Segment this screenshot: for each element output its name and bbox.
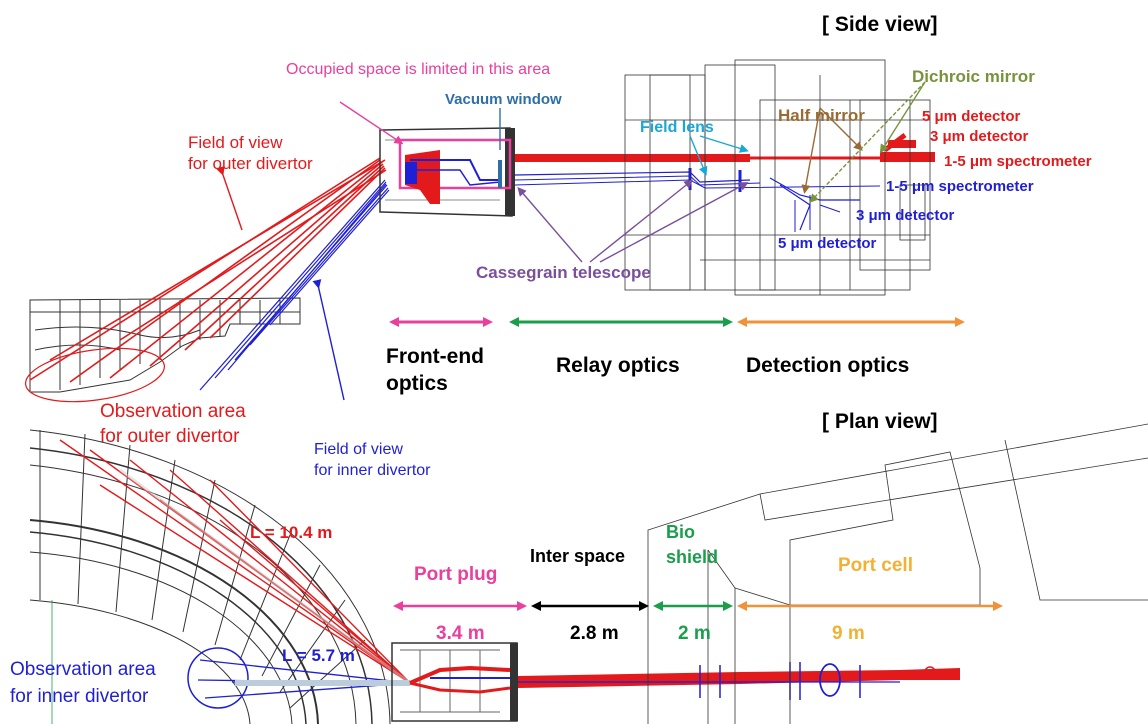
red-beam-side <box>515 133 935 162</box>
outer-fov-rays <box>29 157 387 383</box>
occupied-space-label: Occupied space is limited in this area <box>286 61 550 78</box>
dichroic-mirror-label: Dichroic mirror <box>912 67 1035 86</box>
inner-fov-rays <box>199 179 390 391</box>
vacuum-window-mark <box>498 160 502 188</box>
fov-inner-label-2: for inner divertor <box>314 462 431 479</box>
port-cell-label: Port cell <box>838 555 913 576</box>
port-plug-length: 3.4 m <box>436 623 485 644</box>
bio-shield-length: 2 m <box>678 623 711 644</box>
fov-inner-label-1: Field of view <box>314 441 403 458</box>
relay-optics-label: Relay optics <box>556 354 680 377</box>
port-plug-label: Port plug <box>414 564 497 585</box>
fov-outer-label-2: for outer divertor <box>188 154 313 173</box>
plan-view: [ Plan view] L = 10.4 m L = 5.7 m Port p… <box>10 410 1148 724</box>
l-outer-label: L = 10.4 m <box>250 523 332 542</box>
front-end-label-1: Front-end <box>386 345 484 368</box>
fov-outer-label-1: Field of view <box>188 133 283 152</box>
obs-outer-label-2: for outer divertor <box>100 426 240 447</box>
blue-beam-side <box>514 168 881 232</box>
obs-inner-label-2: for inner divertor <box>10 686 149 707</box>
cassegrain-label: Cassegrain telescope <box>476 263 651 282</box>
front-end-label-2: optics <box>386 372 448 395</box>
half-mirror-label: Half mirror <box>778 106 865 125</box>
port-plug-plan <box>391 642 518 722</box>
occupied-space-box <box>398 138 512 190</box>
red-spectrometer-label: 1-5 μm spectrometer <box>944 153 1092 170</box>
obs-inner-label-1: Observation area <box>10 659 156 680</box>
side-leaders <box>216 81 926 401</box>
blue-5um-detector-label: 5 μm detector <box>778 235 877 252</box>
blue-spectrometer-label: 1-5 μm spectrometer <box>886 178 1034 195</box>
port-cell-length: 9 m <box>832 623 865 644</box>
blue-3um-detector-label: 3 μm detector <box>856 207 955 224</box>
side-view: [ Side view] Occupied space is limited i… <box>24 13 1092 479</box>
plan-view-title: [ Plan view] <box>822 410 938 433</box>
side-view-title: [ Side view] <box>822 13 938 36</box>
red-5um-detector-label: 5 μm detector <box>922 108 1021 125</box>
relay-frame <box>624 59 931 296</box>
inter-space-label: Inter space <box>530 546 625 566</box>
red-3um-detector-label: 3 μm detector <box>930 128 1029 145</box>
front-end-optics-box <box>379 127 515 217</box>
outer-observation-ellipse <box>24 347 166 403</box>
l-inner-label: L = 5.7 m <box>282 646 355 665</box>
obs-outer-label-1: Observation area <box>100 401 246 422</box>
detection-optics-label: Detection optics <box>746 354 909 377</box>
bio-shield-label-2: shield <box>666 547 718 567</box>
vacuum-window-label: Vacuum window <box>445 91 562 108</box>
bio-shield-label-1: Bio <box>666 522 695 542</box>
inter-space-length: 2.8 m <box>570 623 619 644</box>
divertor-cassette-side <box>29 297 301 393</box>
inner-observation-circle <box>187 647 249 709</box>
field-lens-label: Field lens <box>640 119 714 136</box>
plan-gray-ray <box>119 468 411 685</box>
plan-beam <box>518 662 960 700</box>
